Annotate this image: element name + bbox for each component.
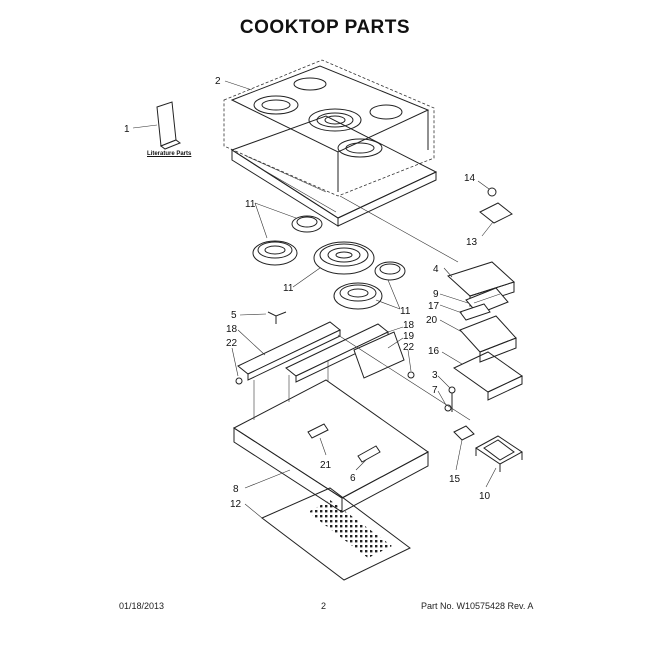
footer-part-number: Part No. W10575428 Rev. A [421,601,534,611]
terminal-15[interactable] [453,425,475,441]
control-box-20[interactable] [459,315,517,363]
page-title: COOKTOP PARTS [239,17,411,38]
cooktop-frame[interactable] [230,115,438,227]
callout-19: 19 [403,331,415,342]
callout-9: 9 [433,289,439,300]
bracket-13[interactable] [479,202,513,224]
callout-17: 17 [428,301,440,312]
radiant-element-front[interactable] [333,282,383,310]
radiant-element-right-small[interactable] [374,261,406,281]
callout-14: 14 [464,173,476,184]
control-board-17[interactable] [459,303,491,321]
literature-booklet[interactable] [156,101,182,150]
callout-3: 3 [432,370,438,381]
callout-13: 13 [466,237,478,248]
literature-parts-label: Literature Parts [147,151,192,157]
callout-2: 2 [215,76,221,87]
screw-14[interactable] [487,187,497,197]
callout-7: 7 [432,385,438,396]
callout-8: 8 [233,484,239,495]
callout-5: 5 [231,310,237,321]
callout-1: 1 [124,124,130,135]
bracket-21[interactable] [307,423,329,439]
radiant-element-large[interactable] [313,241,375,275]
callout-15: 15 [449,474,461,485]
callout-11-right: 11 [400,306,411,317]
callout-18-left: 18 [226,324,238,335]
callout-22-right: 22 [403,342,415,353]
callout-4: 4 [433,264,439,275]
callout-6: 6 [350,473,356,484]
bottom-cover[interactable] [261,487,411,581]
callout-11-left: 11 [283,283,294,294]
callout-21: 21 [320,460,332,471]
screw-right[interactable] [407,371,415,379]
support-rail-right[interactable] [353,331,405,379]
control-plate-16[interactable] [453,351,523,401]
callout-12: 12 [230,499,242,510]
radiant-element-left[interactable] [252,240,298,266]
callout-18-right: 18 [403,320,415,331]
radiant-element-back[interactable] [291,215,323,233]
clip-part[interactable] [267,311,287,324]
bracket-10[interactable] [475,435,523,472]
footer-date: 01/18/2013 [119,601,165,611]
screw-left[interactable] [235,377,243,385]
callout-10: 10 [479,491,491,502]
terminal-block-6[interactable] [357,445,381,463]
callout-22-left: 22 [226,338,238,349]
callout-20: 20 [426,315,438,326]
glass-cooktop[interactable] [223,59,435,197]
callout-11-top: 11 [245,199,256,210]
footer-page-number: 2 [321,601,327,611]
callout-16: 16 [428,346,440,357]
